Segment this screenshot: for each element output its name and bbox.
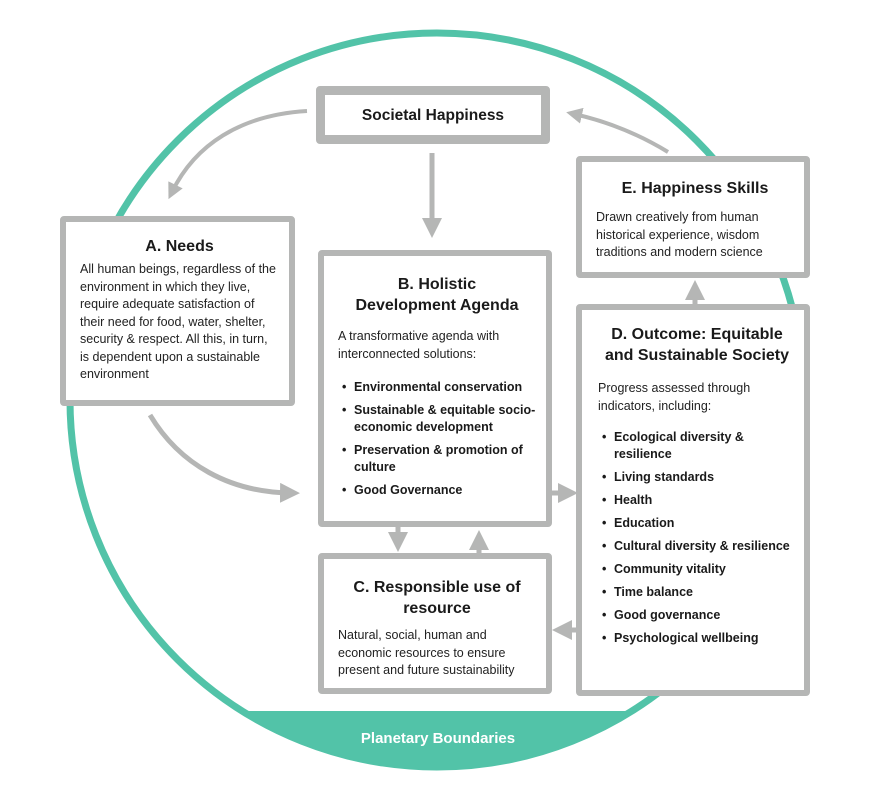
list-item: Education: [598, 515, 796, 532]
arrow-skills-to-happiness: [566, 107, 670, 154]
holistic-box: B. Holistic Development Agenda A transfo…: [318, 250, 552, 527]
list-item: Preservation & promotion of culture: [338, 442, 536, 476]
list-item: Psychological wellbeing: [598, 630, 796, 647]
needs-box: A. Needs All human beings, regardless of…: [60, 216, 295, 406]
outcome-description: Progress assessed through indicators, in…: [598, 381, 751, 413]
arrow-happiness-to-needs: [168, 109, 308, 200]
skills-title: E. Happiness Skills: [621, 180, 769, 197]
skills-box: E. Happiness Skills Drawn creatively fro…: [576, 156, 810, 278]
resources-box: C. Responsible use of resource Natural, …: [318, 553, 552, 694]
arrow-needs-to-holistic: [147, 413, 300, 503]
resources-title: C. Responsible use of resource: [353, 579, 521, 617]
list-item: Ecological diversity & resilience: [598, 429, 796, 463]
holistic-list: Environmental conservation Sustainable &…: [338, 379, 536, 499]
planetary-boundaries-band: [67, 711, 807, 770]
outcome-list: Ecological diversity & resilience Living…: [598, 429, 796, 647]
planetary-boundaries-label: Planetary Boundaries: [360, 730, 516, 747]
list-item: Good Governance: [338, 482, 536, 499]
outcome-title: D. Outcome: Equitable and Sustainable So…: [604, 326, 790, 364]
societal-happiness-box: Societal Happiness: [316, 86, 550, 144]
needs-title: A. Needs: [145, 238, 214, 255]
list-item: Good governance: [598, 607, 796, 624]
needs-description: All human beings, regardless of the envi…: [80, 262, 276, 381]
list-item: Environmental conservation: [338, 379, 536, 396]
list-item: Sustainable & equitable socio-economic d…: [338, 402, 536, 436]
holistic-description: A transformative agenda with interconnec…: [338, 329, 500, 361]
resources-description: Natural, social, human and economic reso…: [338, 628, 515, 677]
list-item: Living standards: [598, 469, 796, 486]
holistic-title: B. Holistic Development Agenda: [355, 276, 519, 314]
skills-description: Drawn creatively from human historical e…: [596, 210, 763, 259]
societal-happiness-title: Societal Happiness: [361, 106, 505, 124]
list-item: Time balance: [598, 584, 796, 601]
list-item: Health: [598, 492, 796, 509]
outcome-box: D. Outcome: Equitable and Sustainable So…: [576, 304, 810, 696]
list-item: Cultural diversity & resilience: [598, 538, 796, 555]
list-item: Community vitality: [598, 561, 796, 578]
